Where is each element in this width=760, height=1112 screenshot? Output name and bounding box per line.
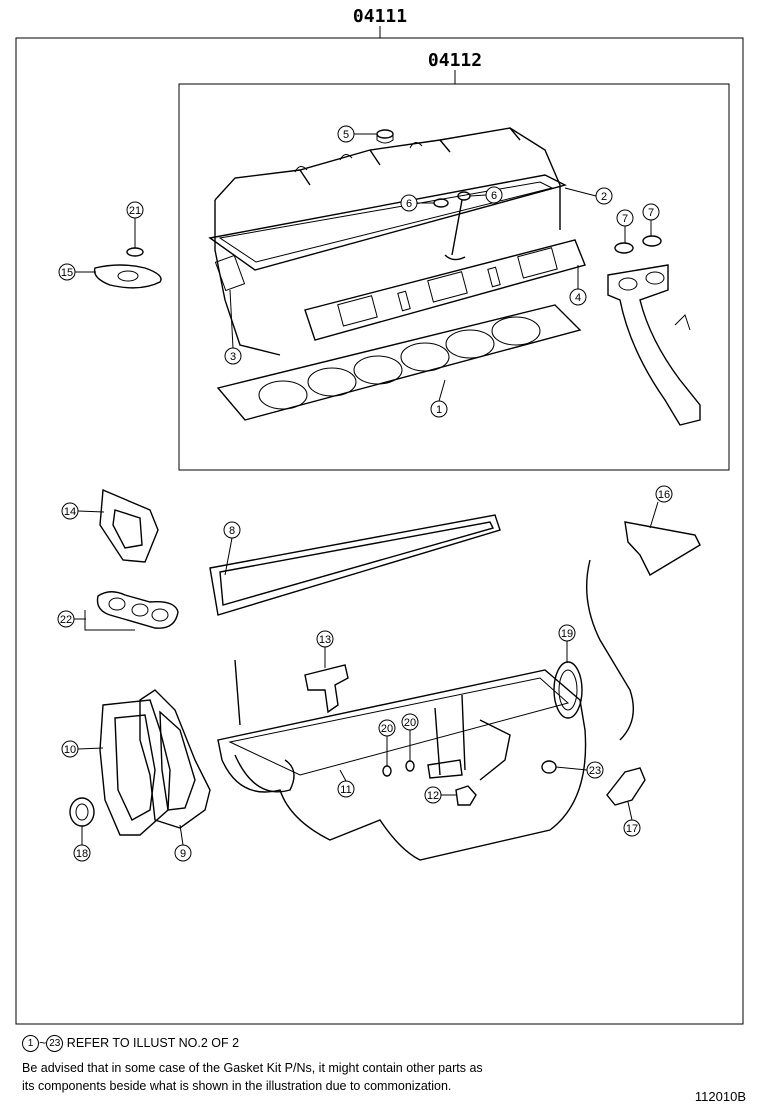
- callout-11: 11: [337, 780, 355, 798]
- svg-text:15: 15: [61, 267, 73, 279]
- svg-text:23: 23: [589, 765, 601, 777]
- svg-text:13: 13: [319, 634, 331, 646]
- callout-9: 9: [174, 844, 192, 862]
- callout-8: 8: [223, 521, 241, 539]
- part-20a-drawing: [382, 765, 392, 777]
- part-20b-drawing: [405, 760, 415, 772]
- svg-text:21: 21: [129, 205, 141, 217]
- reference-note: 1~23 REFER TO ILLUST NO.2 OF 2: [22, 1034, 240, 1053]
- svg-text:20: 20: [381, 723, 393, 735]
- svg-text:8: 8: [229, 525, 235, 537]
- callout-21: 21: [126, 201, 144, 219]
- figure-code: 112010B: [694, 1089, 746, 1104]
- ref-text: REFER TO ILLUST NO.2 OF 2: [66, 1036, 240, 1050]
- callout-20b: 20: [401, 713, 419, 731]
- svg-text:14: 14: [64, 506, 76, 518]
- callout-12: 12: [424, 786, 442, 804]
- callout-1: 1: [430, 400, 448, 418]
- callout-18: 18: [73, 844, 91, 862]
- callout-3: 3: [224, 347, 242, 365]
- callout-10: 10: [61, 740, 79, 758]
- svg-text:4: 4: [575, 292, 581, 304]
- part-10-drawing: [99, 699, 171, 836]
- part-18-drawing: [69, 797, 95, 827]
- ref-end-callout: 23: [46, 1035, 64, 1053]
- part-13-drawing: [304, 664, 349, 714]
- ref-start-callout: 1: [22, 1035, 39, 1053]
- svg-text:6: 6: [406, 198, 412, 210]
- svg-text:2: 2: [601, 191, 607, 203]
- part-9-drawing: [139, 689, 211, 829]
- svg-text:1: 1: [436, 404, 442, 416]
- callout-7b: 7: [642, 203, 660, 221]
- callout-13: 13: [316, 630, 334, 648]
- exhaust-pipe-drawing: [607, 235, 701, 426]
- cylinder-head-drawing: [208, 127, 586, 421]
- part-22-drawing: [84, 591, 179, 631]
- callout-23: 23: [586, 761, 604, 779]
- svg-text:7: 7: [622, 213, 628, 225]
- svg-text:17: 17: [626, 823, 638, 835]
- svg-text:9: 9: [180, 848, 186, 860]
- part-14-drawing: [99, 488, 159, 563]
- callout-20a: 20: [378, 719, 396, 737]
- callout-14: 14: [61, 502, 79, 520]
- part-15-21-drawing: [93, 247, 162, 289]
- advisory-line-2: its components beside what is shown in t…: [22, 1079, 452, 1093]
- kit-frame-inner: [178, 83, 730, 471]
- part-23-drawing: [541, 760, 557, 774]
- kit-label-inner: 04112: [428, 50, 482, 71]
- leader-lines: [74, 133, 659, 846]
- part-16-drawing: [624, 521, 701, 576]
- callout-5: 5: [337, 125, 355, 143]
- callout-7a: 7: [616, 209, 634, 227]
- callout-19: 19: [558, 624, 576, 642]
- callout-17: 17: [623, 819, 641, 837]
- svg-text:20: 20: [404, 717, 416, 729]
- svg-text:7: 7: [648, 207, 654, 219]
- oil-pan-drawing: [217, 559, 634, 861]
- advisory-line-1: Be advised that in some case of the Gask…: [22, 1061, 483, 1075]
- svg-text:12: 12: [427, 790, 439, 802]
- callout-2: 2: [595, 187, 613, 205]
- callout-15: 15: [58, 263, 76, 281]
- kit-label-outer: 04111: [353, 6, 407, 27]
- callout-16: 16: [655, 485, 673, 503]
- callout-4: 4: [569, 288, 587, 306]
- ref-separator: ~: [39, 1036, 47, 1050]
- callout-6b: 6: [485, 186, 503, 204]
- kit-frame-outer: [15, 37, 744, 1025]
- svg-text:6: 6: [491, 190, 497, 202]
- svg-text:18: 18: [76, 848, 88, 860]
- callout-22: 22: [57, 610, 75, 628]
- svg-text:5: 5: [343, 129, 349, 141]
- svg-text:16: 16: [658, 489, 670, 501]
- svg-text:22: 22: [60, 614, 72, 626]
- svg-text:11: 11: [340, 784, 351, 796]
- svg-text:10: 10: [64, 744, 76, 756]
- svg-text:3: 3: [230, 351, 236, 363]
- part-8-drawing: [209, 514, 501, 616]
- callout-6a: 6: [400, 194, 418, 212]
- svg-text:19: 19: [561, 628, 573, 640]
- part-17-drawing: [606, 767, 646, 806]
